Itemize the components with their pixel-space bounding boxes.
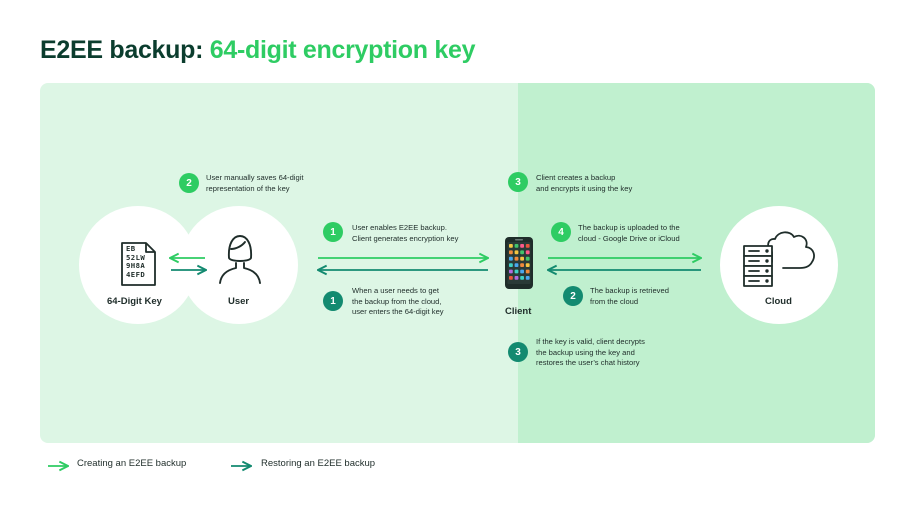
step-line: cloud - Google Drive or iCloud [578,233,680,243]
smartphone-icon [505,237,533,289]
app-tile [514,269,519,274]
key-letter-row: 52LW [126,252,146,262]
app-tile [520,263,524,267]
user-node-label: User [228,296,250,307]
step-decrypt: If the key is valid, client decrypts the… [536,337,645,369]
step-badge: 3 [508,342,528,362]
key-letter-row: EB [126,244,136,253]
step-badge: 1 [323,222,343,242]
app-tile [520,276,524,280]
key-letters: EB 52LW 9H8A 4EFD [126,244,146,279]
client-node-label: Client [505,306,532,317]
step-upload: The backup is uploaded to the cloud - Go… [578,223,680,244]
app-tile [525,250,530,255]
step-line: If the key is valid, client decrypts [536,337,645,346]
title-prefix: E2EE backup: [40,36,204,64]
app-tile [520,244,524,248]
step-badge: 4 [551,222,571,242]
step-enter-key: When a user needs to get the backup from… [352,286,444,318]
app-tile [525,256,530,261]
key-letter-row: 4EFD [126,269,146,279]
step-line: Client generates encryption key [352,233,459,243]
step-line: and encrypts it using the key [536,183,633,193]
step-line: The backup is uploaded to the [578,223,680,232]
step-line: User manually saves 64-digit [206,173,304,182]
cloud-node [720,206,838,324]
page-title: E2EE backup: 64-digit encryption key [40,36,475,65]
app-tile [514,263,519,267]
key-letter-row: 9H8A [126,261,146,271]
app-tile [520,269,524,274]
step-line: the backup using the key and [536,347,635,357]
app-tile [509,263,513,267]
app-tile [509,269,513,274]
step-line: Client creates a backup [536,173,616,182]
step-line: When a user needs to get [352,286,439,295]
step-line: from the cloud [590,296,639,306]
app-tile [525,263,530,267]
step-badge: 2 [563,286,583,306]
step-create-backup: Client creates a backup and encrypts it … [536,173,632,194]
app-grid [509,244,530,280]
server-cloud-icon [743,231,815,287]
step-badge: 2 [179,173,199,193]
app-tile [514,276,519,280]
step-line: User enables E2EE backup. [352,223,447,232]
app-tile [514,256,519,261]
user-icon [219,235,261,284]
app-tile [520,256,524,261]
key-node-label: 64-Digit Key [107,296,162,307]
key-node [79,206,197,324]
key-document-icon [121,242,156,286]
app-tile [525,276,530,280]
cloud-node-label: Cloud [765,296,792,307]
step-line: the backup from the cloud, [352,296,442,306]
app-tile [509,250,513,255]
app-tile [509,244,513,248]
app-tile [509,256,513,261]
step-retrieve: The backup is retrieved from the cloud [590,286,669,307]
app-tile [520,250,524,255]
app-tile [514,250,519,255]
app-tile [514,244,519,248]
app-tile [525,244,530,248]
step-line: restores the user’s chat history [536,358,640,367]
step-enable-backup: User enables E2EE backup. Client generat… [352,223,458,244]
step-line: user enters the 64-digit key [352,307,444,316]
app-tile [525,269,530,274]
step-save-key: User manually saves 64-digit representat… [206,173,304,194]
step-line: The backup is retrieved [590,286,669,295]
legend-create-label: Creating an E2EE backup [77,458,187,469]
title-suffix: 64-digit encryption key [209,36,476,64]
legend-restore-label: Restoring an E2EE backup [261,458,376,469]
step-badge: 3 [508,172,528,192]
app-tile [509,276,513,280]
step-badge: 1 [323,291,343,311]
step-line: representation of the key [206,183,290,193]
